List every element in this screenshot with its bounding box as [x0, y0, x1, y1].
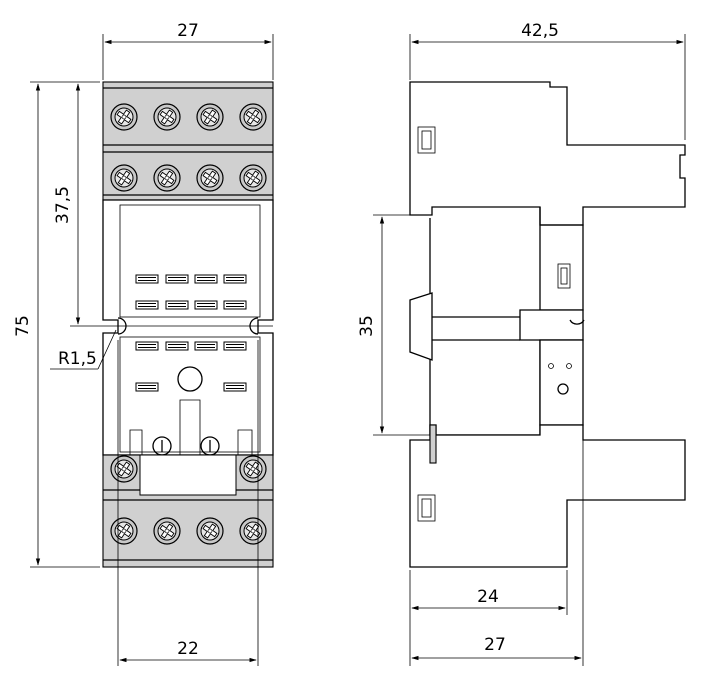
dim-height-total-label: 75	[13, 315, 33, 337]
coil-hole	[177, 366, 203, 392]
side-view: 42,5 35 24 27	[357, 21, 686, 666]
dim-width-label: 27	[177, 21, 199, 41]
socket-body	[102, 199, 274, 456]
side-top-profile	[409, 81, 686, 226]
dim-depth-total-label: 42,5	[521, 21, 559, 41]
dim-radius-label: R1,5	[58, 349, 97, 369]
side-bottom-profile	[409, 424, 686, 568]
dim-base-24-label: 24	[477, 587, 499, 607]
dim-rail-label: 35	[357, 315, 377, 337]
dim-bottom-width-label: 22	[177, 639, 199, 659]
dim-base-27-label: 27	[484, 635, 506, 655]
front-view: 27 75 37,5 R1,5 22	[13, 21, 274, 666]
dim-height-half-label: 37,5	[53, 186, 73, 224]
din-rail-clip	[409, 292, 433, 361]
